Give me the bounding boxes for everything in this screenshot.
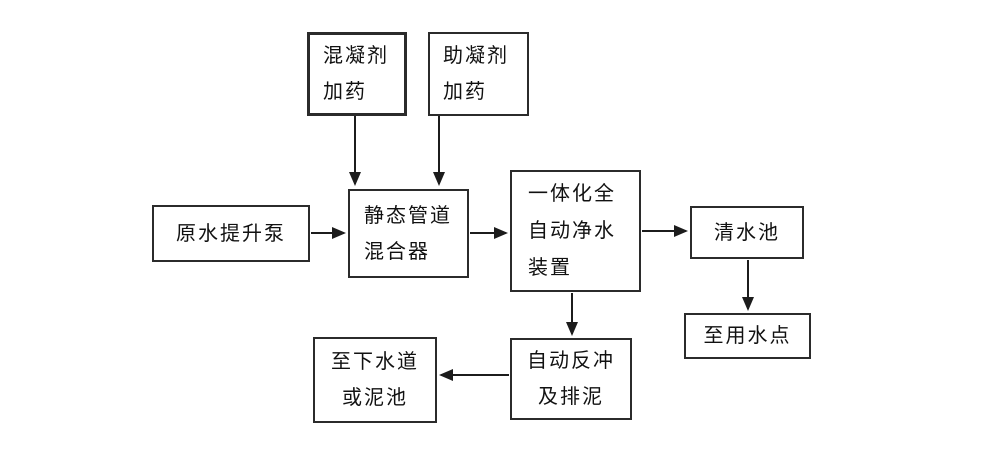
node-auto-backwash-label: 自动反冲 及排泥 [527, 350, 615, 408]
node-integrated-purifier: 一体化全 自动净水 装置 [510, 170, 641, 292]
node-raw-water-pump: 原水提升泵 [152, 205, 310, 262]
node-water-use-point: 至用水点 [684, 313, 811, 359]
node-coagulant-dosing: 混凝剂 加药 [307, 32, 407, 116]
node-coagulant-aid-dosing-label: 助凝剂 加药 [443, 45, 509, 103]
node-coagulant-aid-dosing: 助凝剂 加药 [428, 32, 529, 116]
node-clean-water-tank: 清水池 [690, 206, 804, 259]
node-clean-water-tank-label: 清水池 [714, 221, 780, 244]
node-raw-water-pump-label: 原水提升泵 [176, 222, 286, 245]
node-auto-backwash: 自动反冲 及排泥 [510, 338, 632, 420]
node-sewer-or-sludge: 至下水道 或泥池 [313, 337, 437, 423]
node-sewer-or-sludge-label: 至下水道 或泥池 [331, 351, 419, 409]
node-static-pipe-mixer-label: 静态管道 混合器 [364, 204, 452, 263]
node-static-pipe-mixer: 静态管道 混合器 [348, 189, 469, 278]
node-integrated-purifier-label: 一体化全 自动净水 装置 [528, 182, 616, 279]
node-water-use-point-label: 至用水点 [703, 325, 792, 347]
node-coagulant-dosing-label: 混凝剂 加药 [323, 45, 389, 103]
